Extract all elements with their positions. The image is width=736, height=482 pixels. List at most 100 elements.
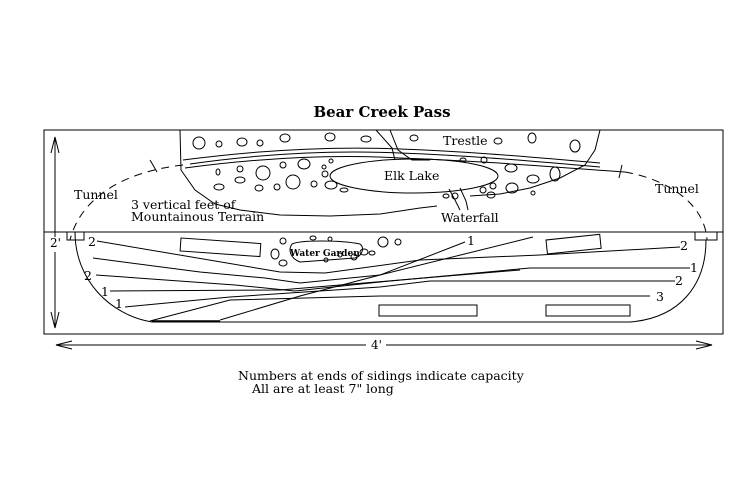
arrow-right-icon (695, 340, 713, 350)
rocks (192, 132, 581, 200)
rock (569, 139, 581, 153)
waterfall-line-2 (459, 187, 469, 211)
rock (321, 170, 329, 178)
trestle-label: Trestle (443, 133, 488, 148)
siding-track (92, 257, 301, 284)
rock (339, 187, 349, 193)
water-garden (289, 240, 363, 263)
rock (368, 250, 376, 256)
rock (213, 183, 225, 191)
structure-bottom-right (545, 304, 631, 317)
rock (549, 166, 561, 182)
rock (327, 236, 333, 242)
structure-bottom-left (378, 304, 478, 317)
terrain-label-line2: Mountainous Terrain (131, 209, 264, 224)
rock (493, 137, 503, 145)
rock (359, 248, 369, 256)
rock (337, 252, 343, 258)
mountain-outline (179, 129, 601, 217)
note-line-2: All are at least 7" long (251, 381, 394, 396)
rock (192, 136, 206, 150)
width-dimension-label: 4' (371, 338, 382, 352)
capacity-center: 1 (467, 233, 475, 248)
arrow-left-icon (55, 340, 73, 350)
rock (459, 157, 467, 163)
rock (215, 168, 221, 176)
capacity-left-2: 2 (84, 268, 92, 283)
arrow-up-icon (50, 136, 60, 154)
rock (234, 176, 246, 184)
waterfall-label: Waterfall (441, 210, 499, 225)
tunnel-portal-left (149, 159, 158, 173)
rock (394, 238, 402, 246)
structure-right (545, 233, 602, 255)
rock (256, 139, 264, 147)
rock (236, 165, 244, 173)
capacity-left-1: 2 (88, 234, 96, 249)
rock (279, 133, 291, 143)
rock (409, 134, 419, 142)
rock (323, 257, 329, 263)
rock (486, 191, 496, 199)
terrain-label-line1: 3 vertical feet of (131, 197, 237, 212)
tunnel-portal-box-right (694, 231, 718, 241)
rock (489, 182, 497, 190)
rock (324, 180, 338, 190)
rock (254, 184, 264, 192)
tunnel-route-right (624, 171, 708, 241)
height-dimension-label: 2' (50, 236, 61, 250)
rock (279, 161, 287, 169)
gorge-line-left (375, 129, 396, 161)
tunnel-label-left: Tunnel (74, 187, 118, 202)
capacity-left-4: 1 (115, 296, 123, 311)
rock (215, 140, 223, 148)
rock (285, 174, 301, 190)
tunnel-portal-right (618, 164, 623, 179)
siding-track (96, 240, 681, 274)
capacity-right-4: 3 (656, 289, 664, 304)
upper-track-2 (189, 151, 601, 168)
elk-lake-label: Elk Lake (384, 168, 439, 183)
rock (324, 132, 336, 142)
rock (451, 192, 459, 200)
rock (360, 135, 372, 143)
capacity-right-3: 2 (675, 273, 683, 288)
rock (270, 248, 280, 260)
rock (350, 253, 358, 261)
rock (530, 190, 536, 196)
capacity-right-2: 1 (690, 260, 698, 275)
siding-track (149, 295, 381, 322)
rock (310, 180, 318, 188)
rock (479, 186, 487, 194)
siding-track (124, 280, 675, 308)
rock (377, 236, 389, 248)
rock (297, 158, 311, 170)
waterfall-line-1 (448, 188, 461, 211)
siding-track (219, 236, 534, 321)
elk-lake (329, 158, 499, 194)
rock (321, 164, 327, 170)
rock (236, 137, 248, 147)
tunnel-label-right: Tunnel (655, 181, 699, 196)
structure-left (179, 237, 262, 258)
rock (255, 165, 271, 181)
yard-tracks (92, 236, 690, 322)
diagram-title: Bear Creek Pass (313, 103, 450, 121)
return-loop-right (390, 239, 707, 323)
capacity-left-3: 1 (101, 284, 109, 299)
capacity-right-1: 2 (680, 238, 688, 253)
rock (480, 156, 488, 164)
rock (309, 235, 317, 241)
water-garden-label: Water Garden (289, 249, 360, 259)
upper-track-1 (182, 147, 601, 164)
rock (328, 158, 334, 164)
rock (504, 163, 518, 173)
rock (527, 132, 537, 144)
rock (279, 237, 287, 245)
garden-rocks (270, 235, 402, 267)
rock (273, 183, 281, 191)
gorge-line-right (389, 129, 430, 161)
rock (526, 174, 540, 184)
arrow-down-icon (50, 311, 60, 329)
